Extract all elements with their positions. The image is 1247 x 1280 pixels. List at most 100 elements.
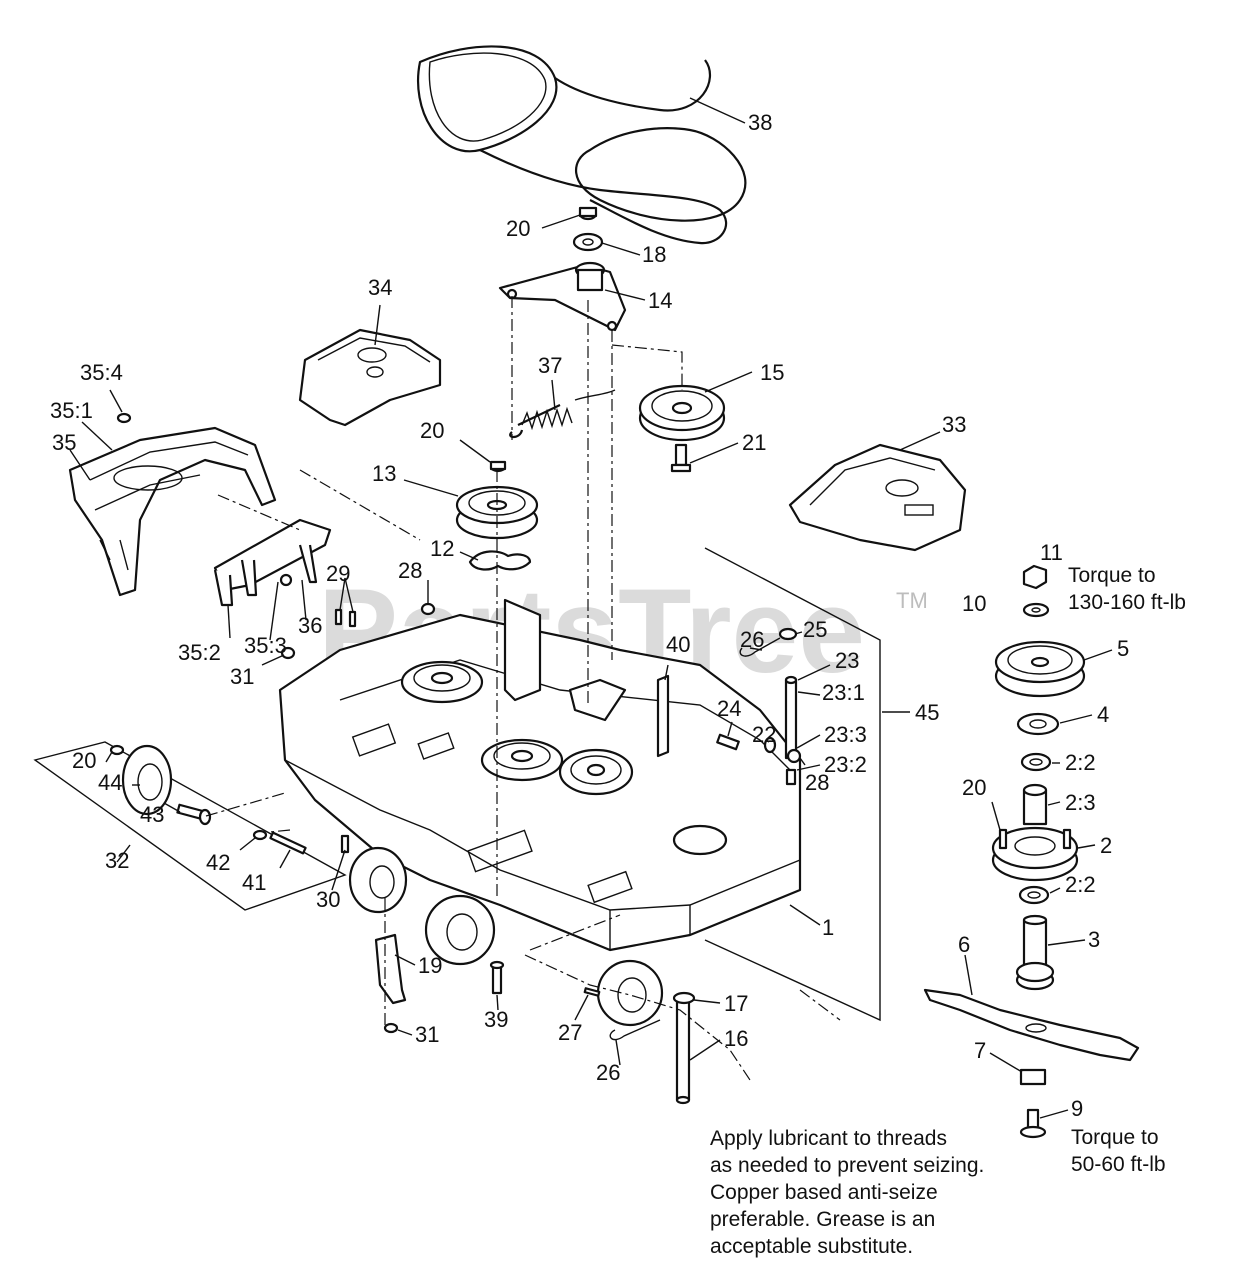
label-6: 6 — [958, 932, 970, 957]
label-35-3: 35:3 — [244, 633, 287, 658]
label-28-right: 28 — [805, 770, 829, 795]
label-23: 23 — [835, 648, 859, 673]
pin-16 — [675, 998, 691, 1105]
bolt-9 — [1019, 1108, 1047, 1139]
label-34: 34 — [368, 275, 392, 300]
spindle-housing-2 — [991, 826, 1079, 882]
label-39: 39 — [484, 1007, 508, 1032]
blade-6 — [923, 988, 1140, 1062]
bracket-19 — [374, 933, 407, 1005]
label-20-spindle: 20 — [962, 775, 986, 800]
label-16: 16 — [724, 1026, 748, 1051]
part-labels: 38 20 18 14 34 37 15 35:4 35:1 35 20 21 … — [50, 110, 1129, 1121]
label-35-4: 35:4 — [80, 360, 123, 385]
nut-20-top — [578, 206, 598, 221]
mower-deck-1 — [278, 598, 802, 1027]
label-15: 15 — [760, 360, 784, 385]
label-23-3: 23:3 — [824, 722, 867, 747]
belt-cover-33 — [788, 443, 967, 552]
nut-20-pulley — [489, 460, 507, 473]
fan-12 — [468, 550, 532, 571]
label-1: 1 — [822, 915, 834, 940]
label-32: 32 — [105, 848, 129, 873]
lubricant-note: Apply lubricant to threads as needed to … — [710, 1127, 984, 1258]
label-26-bottom: 26 — [596, 1060, 620, 1085]
label-2-3: 2:3 — [1065, 790, 1096, 815]
spacer-2-3 — [1022, 783, 1048, 826]
hub-7 — [1019, 1068, 1047, 1086]
watermark-tm: TM — [896, 588, 928, 613]
label-25: 25 — [803, 617, 827, 642]
label-2-2-bottom: 2:2 — [1065, 872, 1096, 897]
label-37: 37 — [538, 353, 562, 378]
label-11: 11 — [1040, 540, 1063, 565]
lubricant-note-line2: as needed to prevent seizing. — [710, 1154, 984, 1177]
idler-arm-14 — [498, 261, 627, 332]
label-42: 42 — [206, 850, 230, 875]
lubricant-note-line1: Apply lubricant to threads — [710, 1127, 947, 1150]
torque-note-11-line1: Torque to — [1068, 564, 1156, 587]
torque-note-bolt-9: Torque to 50-60 ft-lb — [1071, 1126, 1166, 1176]
torque-note-9-line1: Torque to — [1071, 1126, 1159, 1149]
clip-26-top — [739, 637, 781, 657]
cover-bracket-35-2 — [213, 518, 332, 607]
label-41: 41 — [242, 870, 266, 895]
label-2-2-top: 2:2 — [1065, 750, 1096, 775]
pulley-5 — [994, 640, 1086, 698]
label-20-wheel: 20 — [72, 748, 96, 773]
bolt-39 — [489, 960, 505, 995]
label-44: 44 — [98, 770, 122, 795]
label-35-1: 35:1 — [50, 398, 93, 423]
spring-37 — [509, 389, 616, 439]
lubricant-note-line3: Copper based anti-seize — [710, 1181, 938, 1204]
label-3: 3 — [1088, 927, 1100, 952]
washer-42 — [252, 829, 268, 841]
label-13: 13 — [372, 461, 396, 486]
label-29: 29 — [326, 561, 350, 586]
label-36: 36 — [298, 613, 322, 638]
spacer-4 — [1016, 712, 1060, 736]
leader-lines — [69, 97, 1113, 1119]
lubricant-note-line5: acceptable substitute. — [710, 1235, 913, 1258]
torque-note-9-line2: 50-60 ft-lb — [1071, 1153, 1166, 1176]
label-19: 19 — [418, 953, 442, 978]
belt-cover-35 — [68, 426, 277, 597]
label-4: 4 — [1097, 702, 1109, 727]
label-23-1: 23:1 — [822, 680, 865, 705]
shaft-3 — [1015, 914, 1055, 991]
knob-35-4 — [116, 412, 132, 424]
lubricant-note-line4: preferable. Grease is an — [710, 1208, 935, 1231]
nut-31-bottom — [383, 1022, 399, 1034]
washer-17 — [672, 991, 696, 1005]
torque-note-nut-11: Torque to 130-160 ft-lb — [1068, 564, 1186, 614]
label-5: 5 — [1117, 636, 1129, 661]
label-9: 9 — [1071, 1096, 1083, 1121]
nut-11 — [1022, 564, 1048, 590]
assembly-lines — [205, 296, 841, 1081]
label-21: 21 — [742, 430, 766, 455]
label-40: 40 — [666, 632, 690, 657]
group-outline-32 — [33, 741, 347, 911]
group-outline-45 — [704, 547, 881, 1022]
pin-27 — [583, 987, 601, 997]
bolt-30 — [340, 834, 350, 854]
pulley-15 — [638, 384, 726, 442]
label-45: 45 — [915, 700, 939, 725]
nut-31-left — [280, 646, 296, 660]
label-43: 43 — [140, 802, 164, 827]
label-14: 14 — [648, 288, 672, 313]
label-17: 17 — [724, 991, 748, 1016]
label-7: 7 — [974, 1038, 986, 1063]
wheel-44 — [121, 744, 173, 816]
label-12: 12 — [430, 536, 454, 561]
label-23-2: 23:2 — [824, 752, 867, 777]
label-31-left: 31 — [230, 664, 254, 689]
bolt-43 — [176, 803, 212, 826]
belt-cover-34 — [298, 328, 442, 427]
clip-26-bottom — [609, 1019, 661, 1041]
label-38: 38 — [748, 110, 772, 135]
label-26-top: 26 — [740, 627, 764, 652]
bolt-24 — [716, 733, 740, 751]
label-20-pulley: 20 — [420, 418, 444, 443]
